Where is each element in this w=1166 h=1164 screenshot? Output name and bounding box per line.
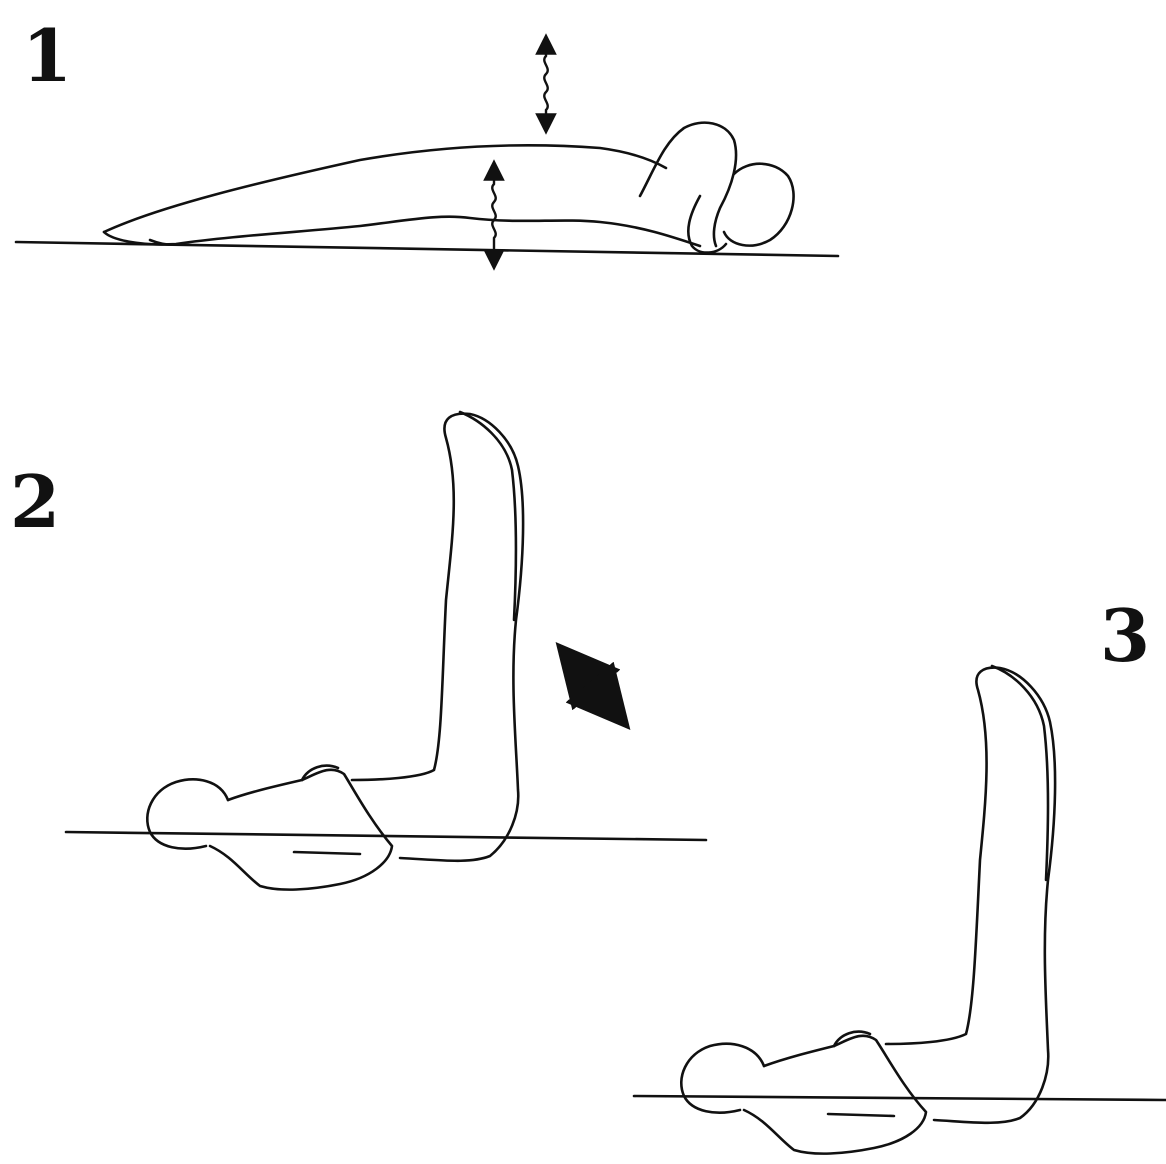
body-outline-underside: [104, 217, 700, 246]
head-outline: [681, 1044, 764, 1113]
step-number-3: 3: [1100, 600, 1150, 672]
step-number-1: 1: [22, 20, 72, 92]
legs-outline: [352, 414, 523, 861]
double-arrow-wavy-icon: [544, 44, 547, 124]
figure-1-prone-lying: [16, 123, 838, 256]
head-outline: [724, 164, 794, 246]
torso-outline: [210, 770, 392, 890]
figure-2-leg-raise: [66, 412, 706, 890]
double-arrow-wavy-icon: [492, 170, 495, 260]
floor-line-3: [634, 1096, 1166, 1100]
diagonal-double-arrow-icon: [576, 666, 610, 706]
figure-3-leg-raise: [634, 666, 1166, 1154]
head-outline: [147, 779, 228, 848]
torso-outline: [744, 1036, 926, 1154]
arm-outline: [294, 766, 360, 854]
step-number-2: 2: [10, 466, 60, 538]
body-outline-back: [104, 145, 666, 232]
legs-outline: [886, 668, 1055, 1123]
